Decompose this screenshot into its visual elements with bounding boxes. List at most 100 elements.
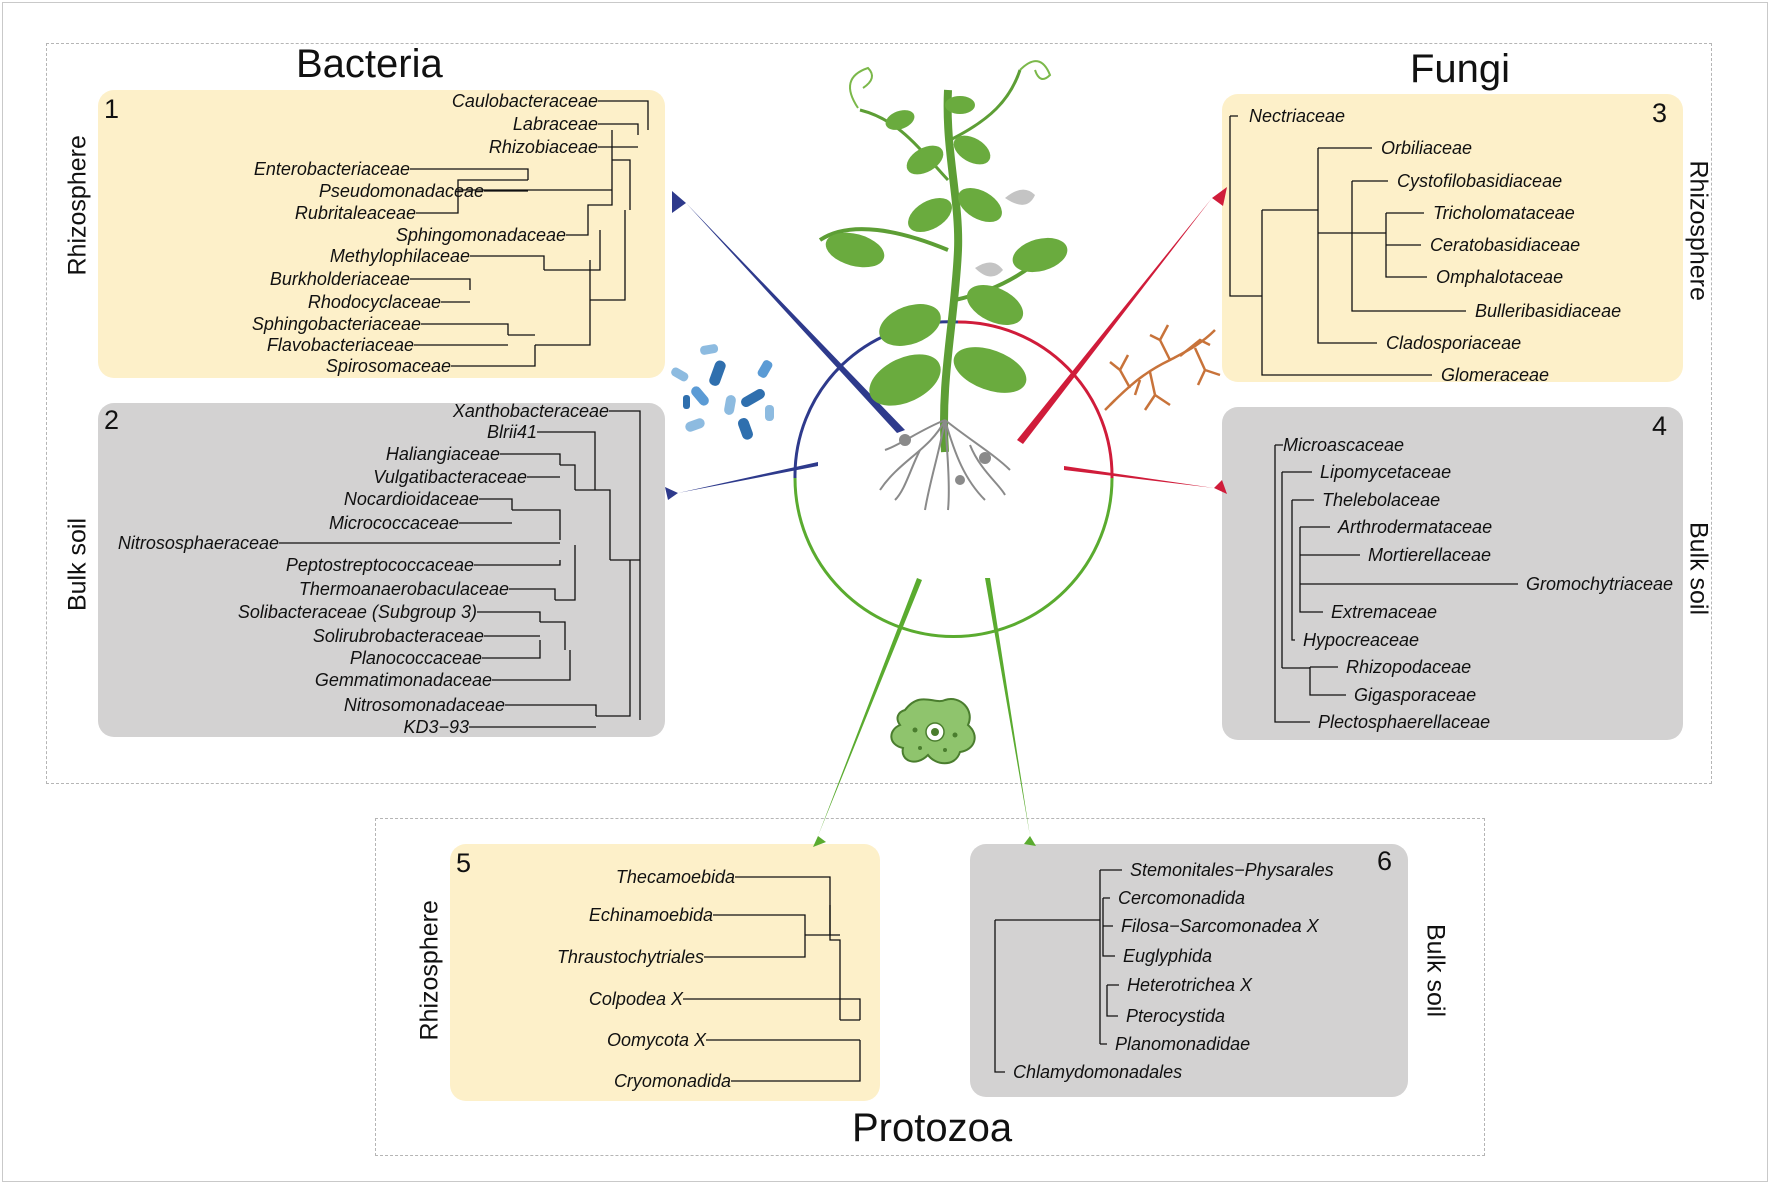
dendrogram-branch: [537, 410, 641, 720]
taxon-label: Flavobacteriaceae: [266, 335, 414, 355]
arrow-to-bacteria-rhizosphere: [686, 203, 905, 433]
taxon-label: Solibacteraceae (Subgroup 3): [237, 602, 477, 622]
taxon-label: Nitrosomonadaceae: [343, 695, 505, 715]
taxon-label: KD3−93: [403, 717, 469, 737]
taxon-label: Rhizopodaceae: [1346, 657, 1472, 677]
taxon-label: Glomeraceae: [1441, 365, 1550, 385]
dendrogram-branch: [459, 498, 561, 540]
arrow-to-protozoa-bulk: [985, 578, 1030, 836]
taxon-label: Mortierellaceae: [1368, 545, 1492, 565]
plant-icon: [818, 60, 1068, 453]
dendrogram-branch: [1102, 897, 1115, 957]
dendrogram-branch: [1291, 499, 1314, 641]
dendrogram-branch: [1318, 180, 1466, 312]
taxon-label: Bulleribasidiaceae: [1475, 301, 1622, 321]
taxon-label: Echinamoebida: [588, 905, 713, 925]
taxon-label: Planococcaceae: [349, 648, 482, 668]
dendrogram-branch: [477, 611, 541, 659]
dendrogram-branch: [535, 230, 601, 346]
taxon-label: Extremaceae: [1331, 602, 1438, 622]
dendrogram-branch: [1299, 526, 1330, 613]
taxon-label: Euglyphida: [1123, 946, 1213, 966]
roots-icon: [879, 419, 1011, 511]
taxon-label: Thelebolaceae: [1322, 490, 1441, 510]
taxon-label: Rhizobiaceae: [488, 137, 598, 157]
taxon-label: Sphingobacteriaceae: [251, 314, 421, 334]
panel-number-6: 6: [1377, 846, 1393, 876]
taxon-label: Thermoanaerobaculaceae: [298, 579, 509, 599]
dendrogram-branch: [683, 998, 861, 1082]
taxon-label: Cryomonadida: [613, 1071, 731, 1091]
panel-protozoa-bulk-soil: [970, 844, 1408, 1097]
taxon-label: Burkholderiaceae: [269, 269, 410, 289]
dendrogram-branch: [414, 323, 536, 367]
dendrogram-branch: [1352, 212, 1427, 278]
panel-fungi-bulk-soil: [1222, 407, 1683, 740]
taxon-label: Chlamydomonadales: [1013, 1062, 1183, 1082]
taxon-label: Xanthobacteraceae: [452, 401, 609, 421]
dendrogram-branch: [279, 542, 561, 600]
arrow-to-fungi-bulk: [1064, 466, 1214, 488]
dendrogram-branch: [500, 453, 576, 490]
dendrogram-branch: [1281, 471, 1312, 668]
bacteria-icon: [671, 344, 774, 440]
amoeba-icon: [890, 698, 976, 765]
panel-bacteria-rhizosphere: [98, 90, 665, 378]
fungi-title: Fungi: [1410, 47, 1511, 91]
panel-number-1: 1: [104, 94, 120, 124]
taxon-label: Cercomonadida: [1118, 888, 1246, 908]
taxon-label: Gromochytriaceae: [1526, 574, 1674, 594]
taxon-label: Rubritaleaceae: [294, 203, 416, 223]
dendrogram-branch: [596, 559, 640, 717]
panel-number-3: 3: [1652, 98, 1668, 128]
protozoa-title: Protozoa: [852, 1106, 1013, 1150]
taxon-label: Peptostreptococcaceae: [285, 555, 474, 575]
taxon-label: Planomonadidae: [1115, 1034, 1251, 1054]
taxon-label: Enterobacteriaceae: [253, 159, 410, 179]
taxon-label: Thraustochytriales: [556, 947, 704, 967]
taxon-label: Micrococcaceae: [328, 513, 459, 533]
taxon-label: Spirosomaceae: [325, 356, 451, 376]
dendrogram-branch: [1274, 444, 1310, 723]
taxon-label: Vulgatibacteraceae: [373, 467, 527, 487]
arrow-to-bacteria-bulk: [678, 462, 818, 493]
protozoa-dashed-frame: [375, 818, 1485, 1156]
taxon-label: Colpodea X: [588, 989, 683, 1009]
taxon-label: Microascaceae: [1283, 435, 1405, 455]
panel-number-5: 5: [456, 848, 472, 878]
taxon-label: Heterotrichea X: [1127, 975, 1253, 995]
taxon-label: Gemmatimonadaceae: [314, 670, 492, 690]
fungi-hyphae-icon: [1104, 324, 1221, 411]
panel-bacteria-bulk-soil: [98, 403, 665, 737]
arrow-to-fungi-rhizosphere: [1017, 198, 1212, 444]
taxon-label: Nectriaceae: [1249, 106, 1346, 126]
taxon-label: Rhodocyclaceae: [307, 292, 441, 312]
dendrogram-branch: [1099, 869, 1122, 1045]
taxon-label: Filosa−Sarcomonadea X: [1121, 916, 1319, 936]
panel-number-2: 2: [104, 405, 120, 435]
panel-protozoa-rhizosphere: [450, 844, 880, 1101]
dendrogram-branch: [410, 255, 545, 303]
taxon-label: Nocardioidaceae: [343, 489, 479, 509]
top-dashed-frame: [46, 43, 1712, 784]
taxon-label: Orbiliaceae: [1381, 138, 1473, 158]
taxon-label: Cystofilobasidiaceae: [1397, 171, 1563, 191]
dendrogram-branch: [410, 168, 529, 214]
taxon-label: Cladosporiaceae: [1386, 333, 1522, 353]
taxon-label: Oomycota X: [606, 1030, 706, 1050]
taxon-label: Tricholomataceae: [1433, 203, 1575, 223]
arrow-to-protozoa-rhizosphere: [818, 578, 922, 836]
taxon-label: Hypocreaceae: [1303, 630, 1420, 650]
dendrogram-branch: [805, 905, 841, 1020]
dendrogram-branch: [1300, 554, 1518, 585]
taxon-label: Nitrososphaeraceae: [117, 533, 279, 553]
taxon-label: Pterocystida: [1126, 1006, 1226, 1026]
taxon-label: Sphingomonadaceae: [395, 225, 566, 245]
dendrogram-branch: [458, 130, 613, 236]
dendrogram-branch: [469, 489, 611, 728]
dendrogram-branch: [704, 876, 831, 958]
dendrogram-branch: [1317, 147, 1377, 344]
dendrogram-branch: [1229, 115, 1262, 297]
dendrogram-branch: [1106, 984, 1119, 1017]
dendrogram-branch: [1282, 666, 1346, 696]
